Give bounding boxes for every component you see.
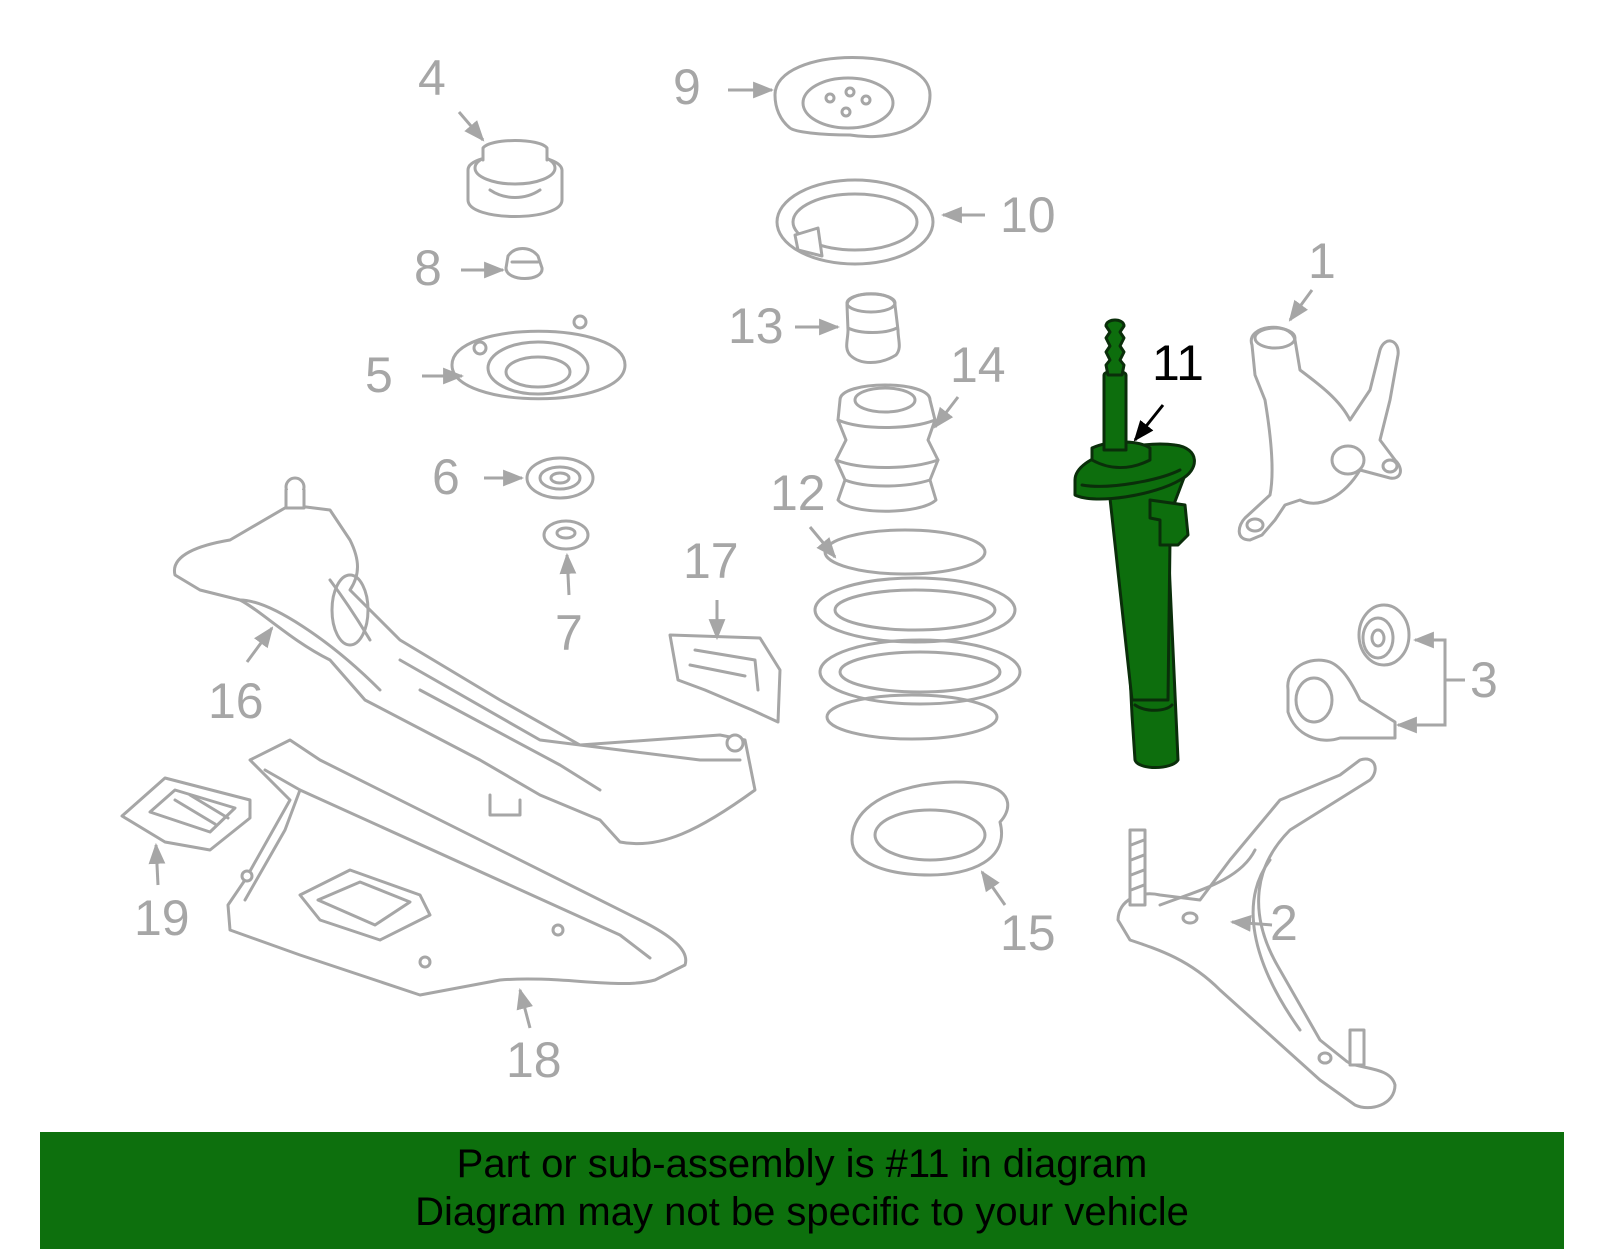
part-4-strut-cap[interactable] xyxy=(466,139,564,218)
callout-labels: 4 8 5 6 7 9 10 13 14 12 15 17 16 19 18 1… xyxy=(134,50,1498,1088)
leader-12 xyxy=(808,526,837,559)
callout-3: 3 xyxy=(1470,652,1498,708)
part-7-washer[interactable] xyxy=(542,519,590,551)
callout-6: 6 xyxy=(432,449,460,505)
leader-14 xyxy=(933,396,960,429)
callout-4: 4 xyxy=(418,50,446,106)
part-17-bracket[interactable] xyxy=(668,633,782,724)
part-10-spring-pad[interactable] xyxy=(775,178,935,266)
part-19-cover-plate[interactable] xyxy=(120,776,252,852)
leader-15 xyxy=(980,870,1007,906)
callout-12: 12 xyxy=(770,465,826,521)
callout-9: 9 xyxy=(673,59,701,115)
leader-lines xyxy=(148,81,1465,1029)
part-1-steering-knuckle[interactable] xyxy=(1237,325,1402,542)
callout-13: 13 xyxy=(728,298,784,354)
leader-4 xyxy=(457,111,485,142)
banner-line-2: Diagram may not be specific to your vehi… xyxy=(415,1190,1189,1234)
callout-15: 15 xyxy=(1000,905,1056,961)
leader-19 xyxy=(148,842,166,886)
callout-16: 16 xyxy=(208,673,264,729)
part-13-bump-stop[interactable] xyxy=(845,292,901,364)
callout-8: 8 xyxy=(414,240,442,296)
callout-11: 11 xyxy=(1152,335,1204,391)
part-14-dust-boot[interactable] xyxy=(834,383,940,513)
callout-18: 18 xyxy=(506,1032,562,1088)
callout-14: 14 xyxy=(950,337,1006,393)
part-16-subframe[interactable] xyxy=(173,476,757,846)
leader-1 xyxy=(1288,289,1314,322)
callout-17: 17 xyxy=(683,533,739,589)
part-3-bushings[interactable] xyxy=(1286,603,1411,742)
part-5-upper-mount[interactable] xyxy=(450,314,627,401)
leader-16 xyxy=(245,626,274,663)
leader-2 xyxy=(1229,915,1273,932)
part-18-reinforcement-plate[interactable] xyxy=(226,738,688,997)
part-6-bearing[interactable] xyxy=(525,456,595,500)
part-15-lower-spring-pad[interactable] xyxy=(850,780,1010,877)
part-11-strut-highlighted[interactable] xyxy=(1073,318,1196,769)
callout-2: 2 xyxy=(1270,895,1298,951)
callout-19: 19 xyxy=(134,890,190,946)
callout-10: 10 xyxy=(1000,187,1056,243)
part-2-control-arm[interactable] xyxy=(1116,757,1397,1110)
callout-5: 5 xyxy=(365,347,393,403)
part-12-coil-spring[interactable] xyxy=(813,528,1022,741)
leader-3a xyxy=(1412,631,1465,682)
callout-7: 7 xyxy=(555,605,583,661)
leader-11 xyxy=(1133,404,1165,442)
info-banner: Part or sub-assembly is #11 in diagram D… xyxy=(40,1132,1564,1249)
leader-7 xyxy=(559,552,577,596)
part-8-bump-nut[interactable] xyxy=(504,247,544,280)
callout-1: 1 xyxy=(1308,233,1336,289)
leader-18 xyxy=(516,987,533,1029)
banner-line-1: Part or sub-assembly is #11 in diagram xyxy=(456,1142,1148,1186)
leader-3b xyxy=(1395,680,1447,734)
part-9-spring-seat-top[interactable] xyxy=(773,56,932,139)
